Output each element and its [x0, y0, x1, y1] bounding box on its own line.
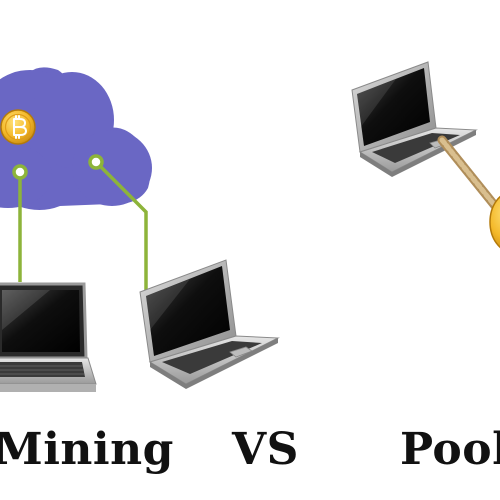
- laptop-icon: [139, 259, 280, 389]
- pool-coin-icon: [489, 195, 500, 249]
- versus-caption: VS: [232, 424, 299, 475]
- network-connector-left: [12, 164, 28, 282]
- solo-mining-caption: Mining: [0, 424, 174, 475]
- laptop-icon: [0, 282, 97, 392]
- bitcoin-coin-icon: [0, 109, 36, 145]
- pool-mining-caption: Pool: [400, 424, 500, 475]
- pool-connector-rope: [437, 135, 500, 217]
- network-connector-right: [88, 154, 148, 294]
- cloud-icon: [0, 67, 152, 210]
- laptop-icon: [351, 61, 478, 177]
